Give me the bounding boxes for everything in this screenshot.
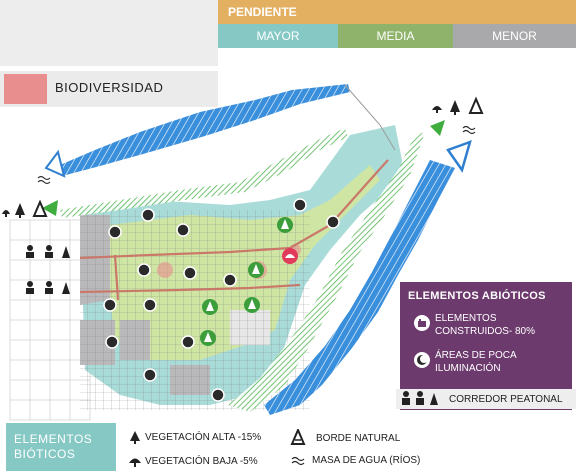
natural-border-icons-west [2,199,48,218]
low-light-markers [103,198,340,402]
water-icons [37,125,476,185]
water-icon [291,454,305,472]
abioticos-item-2: ÁREAS DE POCA ILUMINACIÓN [435,350,517,374]
biodiversidad-label: BIODIVERSIDAD [55,80,164,95]
blue-arrow-north-west [44,149,66,178]
pendiente-menor: MENOR [453,24,576,48]
bioticos-panel [6,423,116,471]
river-east [264,160,455,415]
tree-markers [200,217,293,346]
pedestrian-group-1 [26,245,70,258]
abioticos-panel [400,282,572,410]
header-panel [0,0,218,66]
river-north [60,84,350,176]
green-edge-north [60,128,348,218]
green-edge-east [228,132,425,412]
plant-marker [282,248,298,264]
pendiente-title: PENDIENTE [218,0,576,24]
pedestrian-icons [401,390,445,411]
pendiente-media: MEDIA [338,24,453,48]
pendiente-mayor: MAYOR [218,24,338,48]
masa-agua-label: MASA DE AGUA (RÍOS) [312,455,421,466]
vegetacion-baja-label: VEGETACIÓN BAJA -5% [145,456,258,467]
pedestrian-group-2 [26,281,70,294]
borde-natural-label: BORDE NATURAL [316,433,401,444]
green-arrow-north-east [430,120,445,136]
plant-icon [128,454,142,473]
blue-arrow-north-east [446,139,472,173]
tree-icon [128,430,142,449]
corredor-peatonal-label: CORREDOR PEATONAL [449,394,563,405]
natural-border-icons-ne [432,96,484,115]
abioticos-title: ELEMENTOS ABIÓTICOS [408,290,546,302]
mountain-icon [290,427,306,450]
building-icon [414,315,430,331]
vegetacion-alta-label: VEGETACIÓN ALTA -15% [145,432,262,443]
slope-zones [80,125,405,410]
street-grid-west [9,219,91,421]
green-arrow-west [42,200,58,216]
biodiversidad-swatch [4,74,47,104]
abioticos-item-1: ELEMENTOS CONSTRUIDOS- 80% [435,313,536,337]
bioticos-title: ELEMENTOS BIÓTICOS [14,432,93,461]
moon-icon [414,352,430,368]
corredor-strip [396,389,576,409]
